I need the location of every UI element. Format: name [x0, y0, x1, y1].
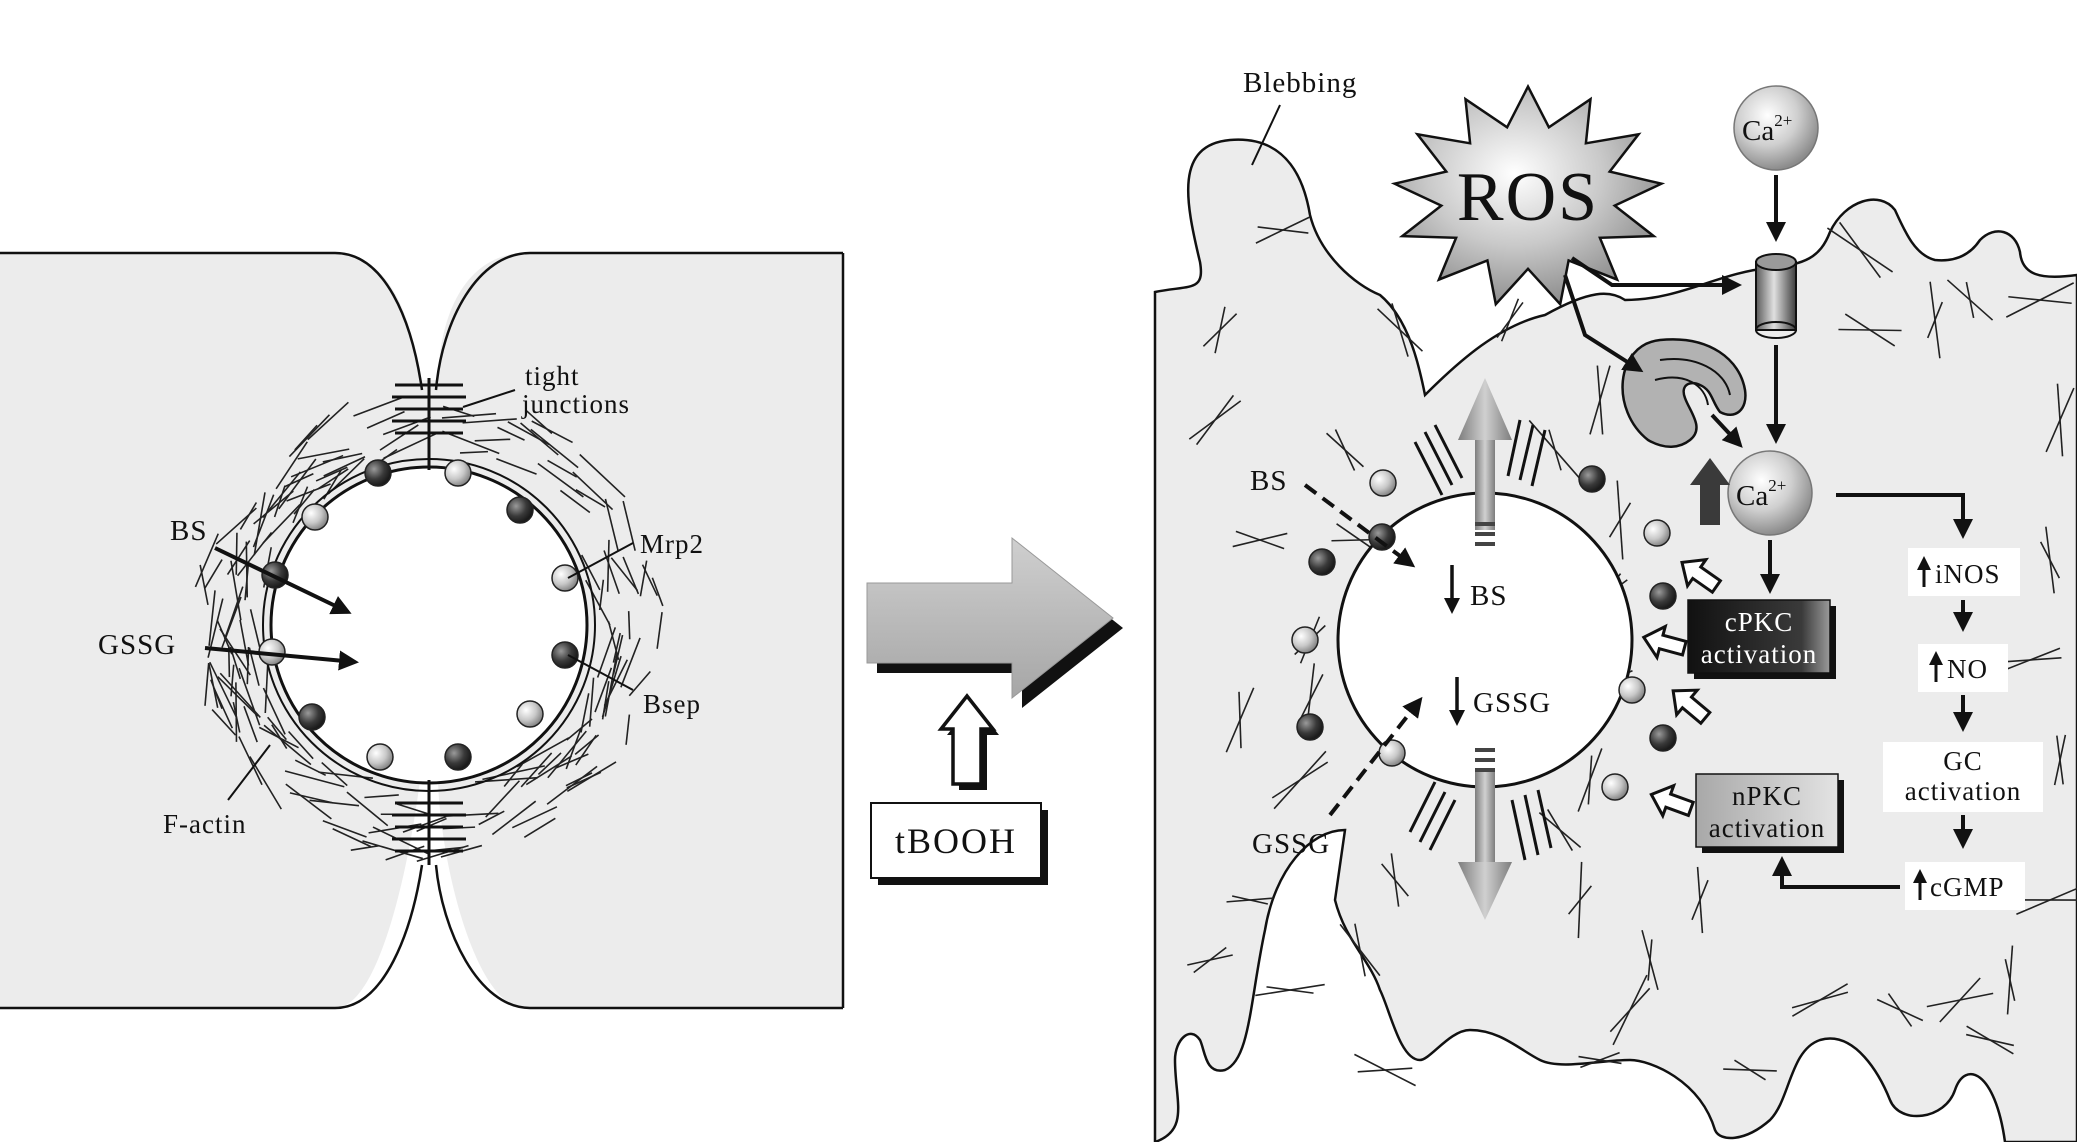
mrp2-transporter: [1619, 677, 1645, 703]
bsep-transporter: [507, 497, 533, 523]
bsep-label: Bsep: [643, 689, 701, 719]
tight-junctions-label-2: junctions: [521, 389, 630, 419]
right-panel: Blebbing ROS Ca2+ Ca2+: [1155, 67, 2077, 1142]
mrp2-transporter: [367, 744, 393, 770]
gc-label-1: GC: [1943, 746, 1983, 776]
right-gssg-inside-label: GSSG: [1473, 687, 1551, 719]
npkc-label-2: activation: [1709, 813, 1825, 843]
mrp2-label: Mrp2: [640, 529, 704, 559]
mrp2-transporter: [517, 701, 543, 727]
mrp2-transporter: [1644, 520, 1670, 546]
right-bs-outside-label: BS: [1250, 465, 1287, 497]
cpkc-label-2: activation: [1701, 639, 1817, 669]
mrp2-transporter: [1379, 740, 1405, 766]
tbooh-label: tBOOH: [895, 821, 1017, 861]
tight-junctions-label-1: tight: [525, 361, 580, 391]
bsep-transporter: [1297, 714, 1323, 740]
treatment-transition: tBOOH: [867, 538, 1123, 885]
mrp2-transporter: [552, 565, 578, 591]
cgmp-label: cGMP: [1930, 872, 2005, 902]
big-transition-arrow: [867, 538, 1113, 698]
npkc-label-1: nPKC: [1732, 781, 1802, 811]
right-bs-inside-label: BS: [1470, 580, 1507, 612]
bsep-transporter: [1369, 524, 1395, 550]
mrp2-transporter: [1370, 470, 1396, 496]
mrp2-transporter: [1602, 774, 1628, 800]
mrp2-transporter: [302, 504, 328, 530]
blebbing-label: Blebbing: [1243, 67, 1357, 99]
bsep-transporter: [1650, 583, 1676, 609]
left-bs-label: BS: [170, 515, 207, 547]
no-label: NO: [1947, 654, 1988, 684]
ros-label: ROS: [1457, 159, 1599, 236]
bsep-transporter: [365, 460, 391, 486]
bsep-transporter: [552, 642, 578, 668]
left-gssg-label: GSSG: [98, 629, 176, 661]
left-panel: tight junctions Mrp2 Bsep BS GSSG F-acti…: [0, 253, 843, 1008]
bsep-transporter: [1650, 725, 1676, 751]
actin-filament: [236, 533, 237, 575]
bsep-transporter: [1309, 549, 1335, 575]
gc-label-2: activation: [1905, 776, 2021, 806]
bsep-transporter: [299, 704, 325, 730]
cpkc-label-1: cPKC: [1725, 607, 1794, 637]
inos-label: iNOS: [1935, 559, 2001, 589]
bsep-transporter: [445, 744, 471, 770]
bsep-transporter: [1579, 466, 1605, 492]
mrp2-transporter: [1292, 627, 1318, 653]
actin-filament: [629, 611, 630, 639]
calcium-channel: [1756, 254, 1796, 338]
right-gssg-outside-label: GSSG: [1252, 828, 1330, 860]
mrp2-transporter: [445, 460, 471, 486]
actin-filament: [1354, 1054, 1415, 1085]
f-actin-label: F-actin: [163, 809, 246, 839]
